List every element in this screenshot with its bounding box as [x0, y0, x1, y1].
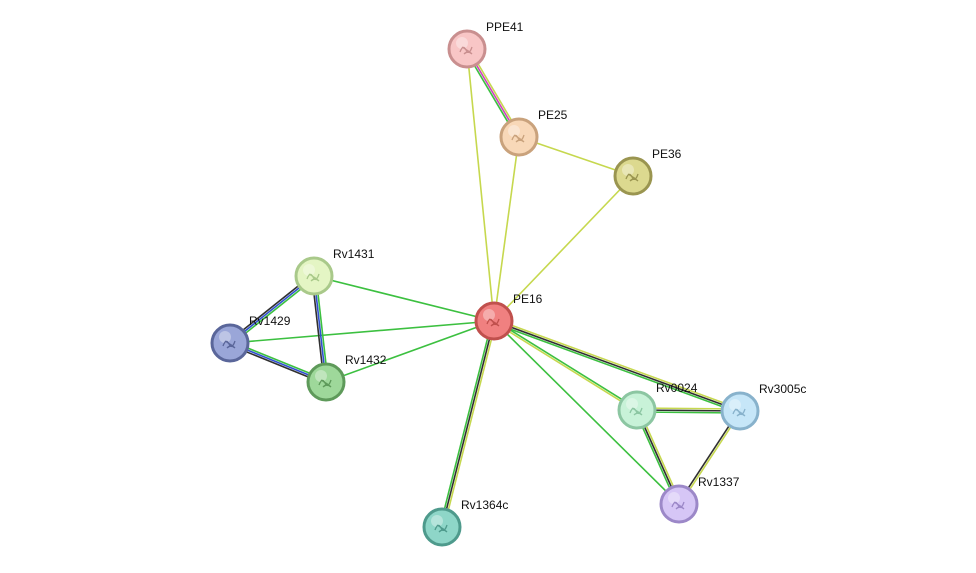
protein-structure-icon	[318, 379, 332, 388]
node-label: Rv1431	[333, 247, 375, 261]
node-label: Rv3005c	[759, 382, 806, 396]
edge-line	[325, 320, 495, 383]
edge-PE16-Rv3005c[interactable]	[493, 318, 741, 414]
node-highlight	[456, 37, 468, 49]
node-layer: PE16 PPE41PE25PE36Rv1431Rv1429Rv1432Rv002…	[210, 20, 806, 547]
node-highlight	[303, 264, 315, 276]
edge-line	[493, 320, 741, 412]
node-Rv1337[interactable]: Rv1337	[659, 475, 740, 524]
protein-structure-icon	[306, 273, 320, 282]
node-circle[interactable]	[474, 301, 514, 341]
protein-structure-icon	[434, 524, 448, 533]
edge-line	[466, 48, 495, 322]
node-highlight	[219, 331, 231, 343]
protein-structure-icon	[625, 173, 639, 182]
node-circle[interactable]	[720, 391, 760, 431]
node-highlight	[508, 125, 520, 137]
edge-line	[441, 320, 495, 528]
node-PE16[interactable]: PE16	[474, 292, 543, 341]
edge-line	[494, 319, 638, 410]
node-Rv0024[interactable]: Rv0024	[617, 381, 698, 430]
node-highlight	[483, 309, 495, 321]
protein-structure-icon	[459, 46, 473, 55]
node-Rv1429[interactable]: Rv1429	[210, 314, 291, 363]
edge-Rv1429-PE16[interactable]	[229, 320, 495, 344]
node-label: Rv1429	[249, 314, 291, 328]
node-label: Rv1364c	[461, 498, 508, 512]
node-Rv1364c[interactable]: Rv1364c	[422, 498, 508, 547]
edge-PE36-PE16[interactable]	[493, 175, 634, 322]
edge-line	[493, 322, 740, 414]
node-label: PE36	[652, 147, 682, 161]
node-highlight	[626, 398, 638, 410]
protein-structure-icon	[511, 134, 525, 143]
node-label: PE16	[513, 292, 543, 306]
node-label: PE25	[538, 108, 568, 122]
edge-line	[443, 321, 497, 528]
node-highlight	[622, 164, 634, 176]
protein-structure-icon	[732, 408, 746, 417]
node-PPE41[interactable]: PPE41	[447, 20, 524, 69]
edge-line	[518, 136, 634, 177]
node-Rv3005c[interactable]: Rv3005c	[720, 382, 806, 431]
node-circle[interactable]	[294, 256, 334, 296]
edge-line	[313, 275, 495, 322]
protein-structure-icon	[222, 340, 236, 349]
node-highlight	[668, 492, 680, 504]
edge-PE16-Rv1337[interactable]	[493, 320, 680, 505]
node-highlight	[431, 515, 443, 527]
node-label: PPE41	[486, 20, 524, 34]
node-circle[interactable]	[422, 507, 462, 547]
edge-PPE41-PE16[interactable]	[466, 48, 495, 322]
edge-line	[493, 320, 680, 505]
edge-line	[493, 321, 637, 412]
edge-line	[494, 318, 741, 410]
edge-Rv1431-PE16[interactable]	[313, 275, 495, 322]
node-Rv1431[interactable]: Rv1431	[294, 247, 375, 296]
node-label: Rv1337	[698, 475, 740, 489]
node-circle[interactable]	[499, 117, 539, 157]
protein-structure-icon	[629, 407, 643, 416]
node-label: Rv0024	[656, 381, 698, 395]
node-highlight	[315, 370, 327, 382]
edge-PE25-PE16[interactable]	[493, 136, 520, 322]
node-PE25[interactable]: PE25	[499, 108, 568, 157]
edge-Rv1432-PE16[interactable]	[325, 320, 495, 383]
node-PE36[interactable]: PE36	[613, 147, 682, 196]
edge-line	[229, 320, 495, 344]
node-circle[interactable]	[210, 323, 250, 363]
edge-PE16-Rv1364c[interactable]	[439, 320, 497, 528]
node-circle[interactable]	[613, 156, 653, 196]
node-circle[interactable]	[306, 362, 346, 402]
node-circle[interactable]	[447, 29, 487, 69]
node-circle[interactable]	[659, 484, 699, 524]
node-highlight	[729, 399, 741, 411]
protein-structure-icon	[671, 501, 685, 510]
node-circle[interactable]	[617, 390, 657, 430]
protein-structure-icon	[486, 318, 500, 327]
edge-line	[493, 136, 520, 322]
edge-line	[493, 175, 634, 322]
edge-PE16-Rv0024[interactable]	[493, 319, 638, 412]
node-Rv1432[interactable]: Rv1432	[306, 353, 387, 402]
node-label: Rv1432	[345, 353, 387, 367]
edge-PE25-PE36[interactable]	[518, 136, 634, 177]
edge-line	[439, 320, 493, 527]
